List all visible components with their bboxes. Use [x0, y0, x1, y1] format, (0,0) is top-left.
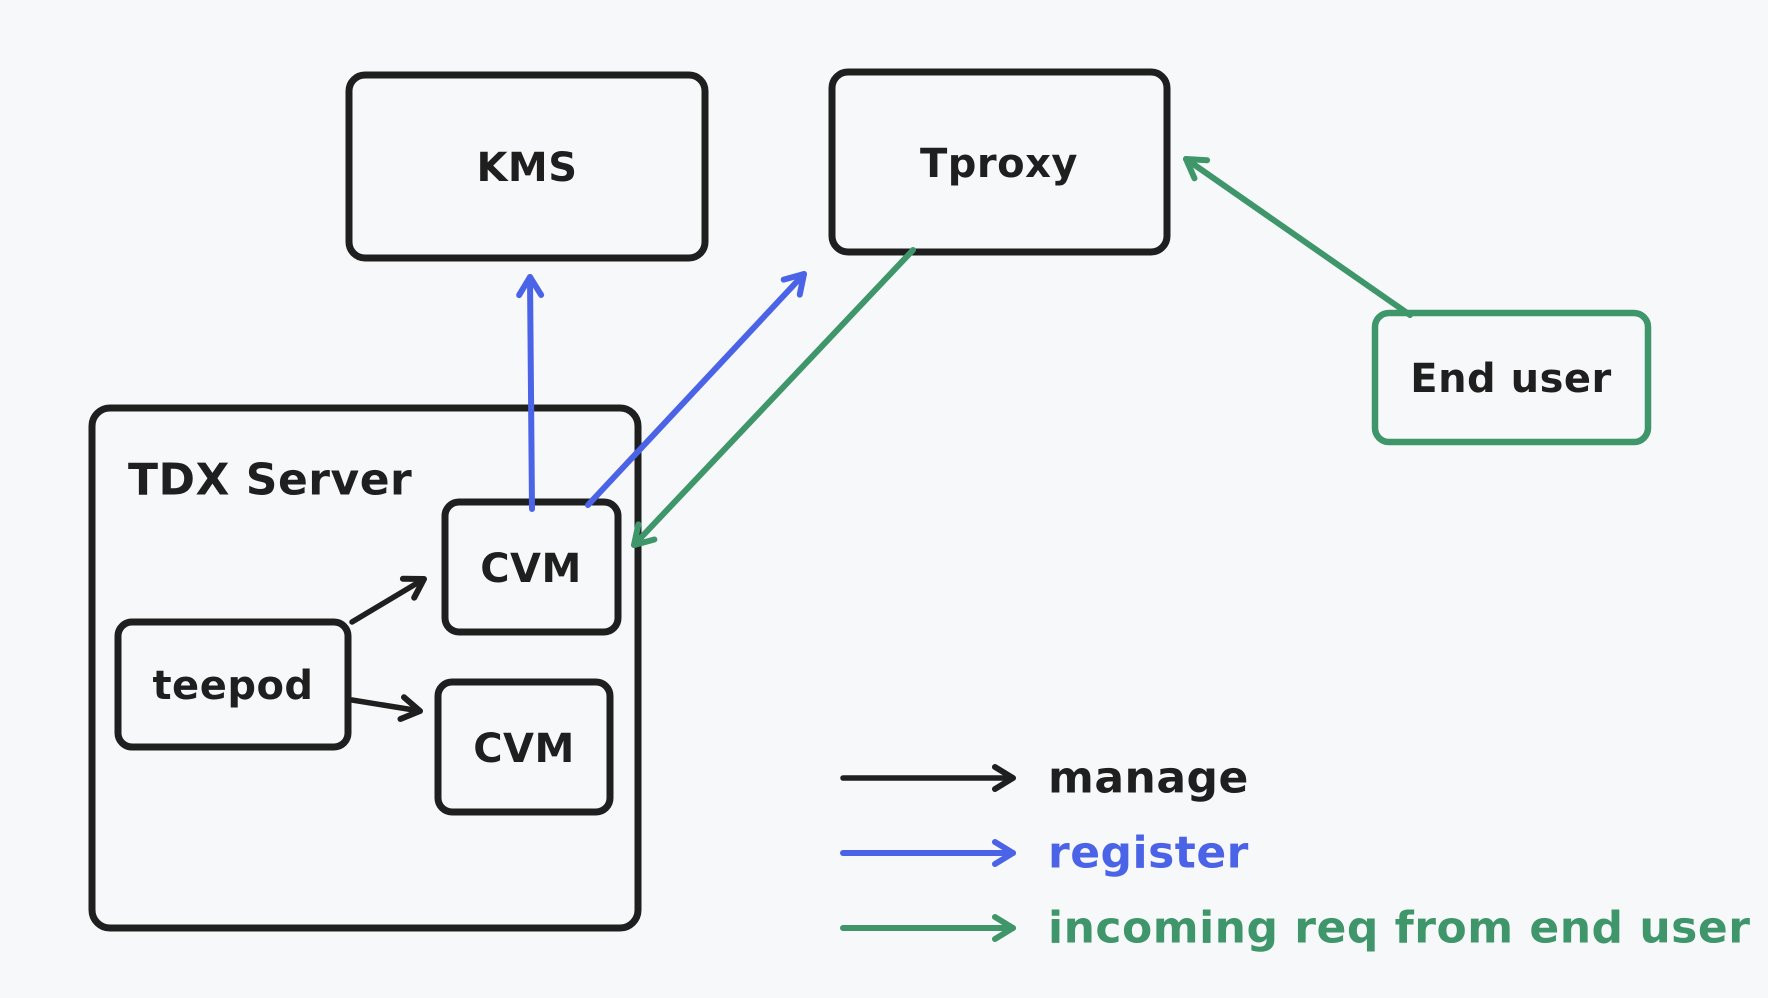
end-user-label: End user — [1410, 356, 1612, 402]
end-user-box — [1371, 309, 1652, 446]
teepod-node: teepod — [114, 618, 352, 751]
legend-incoming-req-label: incoming req from end user — [1048, 903, 1750, 954]
teepod-label: teepod — [152, 663, 313, 709]
tproxy-label: Tproxy — [920, 141, 1078, 187]
tdx-server-label: TDX Server — [128, 455, 412, 506]
legend-item-register: register — [840, 828, 1249, 879]
legend: manage register incoming req from end us… — [840, 753, 1750, 954]
edge-teepod-to-cvm1-manage-arrow — [349, 575, 427, 625]
legend-item-incoming-req: incoming req from end user — [840, 903, 1750, 954]
legend-register-label: register — [1048, 828, 1249, 879]
tdx-server-group: TDX Server — [88, 404, 642, 932]
edge-tproxy-to-cvm1-incoming-arrow — [631, 247, 916, 548]
cvm-2-box — [434, 678, 614, 816]
edge-cvm1-to-tproxy-register-arrow — [585, 271, 807, 508]
tdx-server-box — [88, 404, 642, 932]
cvm-2-label: CVM — [473, 726, 575, 772]
kms-label: KMS — [476, 145, 577, 191]
kms-box — [345, 71, 709, 262]
teepod-box — [114, 618, 352, 751]
legend-item-manage: manage — [840, 753, 1249, 804]
edge-cvm1-to-kms-register-arrow — [516, 274, 545, 512]
cvm-1-label: CVM — [480, 546, 582, 592]
tproxy-node: Tproxy — [828, 68, 1171, 256]
kms-node: KMS — [345, 71, 709, 262]
end-user-node: End user — [1371, 309, 1652, 446]
tproxy-box — [828, 68, 1171, 256]
cvm-2-node: CVM — [434, 678, 614, 816]
edge-teepod-to-cvm2-manage-arrow — [349, 694, 423, 722]
cvm-1-node: CVM — [441, 498, 622, 636]
legend-manage-label: manage — [1048, 753, 1249, 804]
edge-enduser-to-tproxy-incoming-arrow — [1183, 156, 1413, 318]
